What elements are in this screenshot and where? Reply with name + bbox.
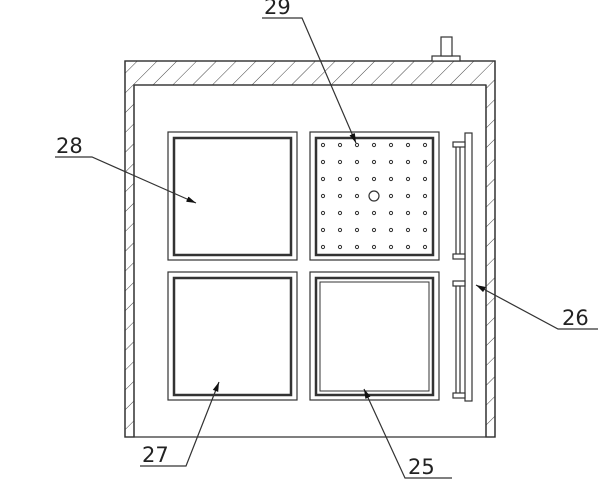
hole [422,159,428,165]
panel-27 [167,271,298,401]
hole [422,244,428,250]
top-connector [431,36,461,62]
leader-25 [363,388,452,479]
hole [405,176,411,182]
handle-26 [452,132,473,402]
hole [388,176,394,182]
hole [337,244,343,250]
hole [337,159,343,165]
hole [320,142,326,148]
hole [405,210,411,216]
hole [337,193,343,199]
hole [388,159,394,165]
hole [388,210,394,216]
leader-29 [262,17,357,144]
hole [422,210,428,216]
hole [354,159,360,165]
hole [371,244,377,250]
hole [354,142,360,148]
hole [354,244,360,250]
hole [371,176,377,182]
hole [337,142,343,148]
hole [405,159,411,165]
label-25: 25 [408,455,435,479]
hole [422,176,428,182]
hole [320,210,326,216]
hole [337,210,343,216]
hole [388,244,394,250]
hole [371,210,377,216]
hole [405,244,411,250]
hole [354,176,360,182]
leader-26 [475,284,598,330]
label-28: 28 [56,134,83,158]
hole [422,142,428,148]
hole [422,193,428,199]
housing [124,60,496,438]
hole [337,227,343,233]
label-27: 27 [142,443,169,467]
hole [388,142,394,148]
label-26: 26 [562,306,589,330]
panel-25 [309,271,440,401]
hole [337,176,343,182]
hole [405,227,411,233]
hole [320,176,326,182]
hole [354,227,360,233]
hole [320,227,326,233]
leader-28 [55,156,197,204]
leader-27 [140,381,220,467]
hole [371,142,377,148]
hole [320,159,326,165]
hole [405,193,411,199]
panel-28 [167,131,298,261]
hole [371,227,377,233]
perforation-holes [320,142,428,250]
panel-29-perforated [309,131,440,261]
hole [320,244,326,250]
hole [405,142,411,148]
hole [388,227,394,233]
center-hole [368,190,380,202]
hole [422,227,428,233]
hole [320,193,326,199]
hole [371,159,377,165]
hole [354,210,360,216]
hole [388,193,394,199]
hole [354,193,360,199]
label-29: 29 [264,0,291,19]
